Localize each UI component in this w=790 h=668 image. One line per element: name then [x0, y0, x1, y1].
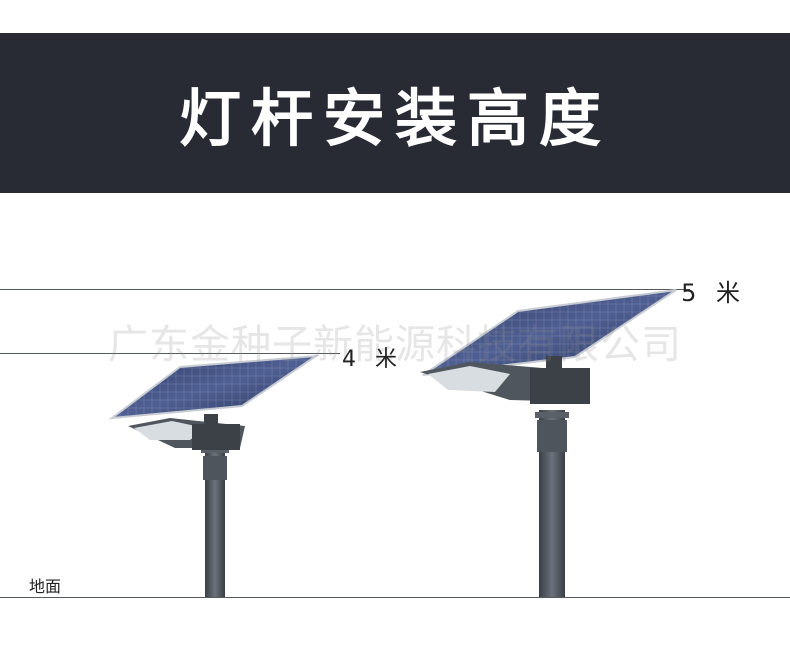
ground-label: 地面: [29, 577, 62, 596]
lamp-5m: [420, 289, 677, 597]
watermark: 广东金种子新能源科技有限公司: [108, 322, 682, 368]
title-banner: 灯杆安装高度: [0, 33, 790, 193]
height-line-5m: [0, 289, 690, 290]
ground-line: [0, 597, 790, 598]
page-title: 灯杆安装高度: [178, 82, 611, 155]
lamp-4m: [108, 354, 320, 597]
height-line-4m: [0, 353, 340, 354]
height-label-4m: 4 米: [342, 347, 403, 372]
height-label-5m: 5 米: [681, 279, 746, 307]
